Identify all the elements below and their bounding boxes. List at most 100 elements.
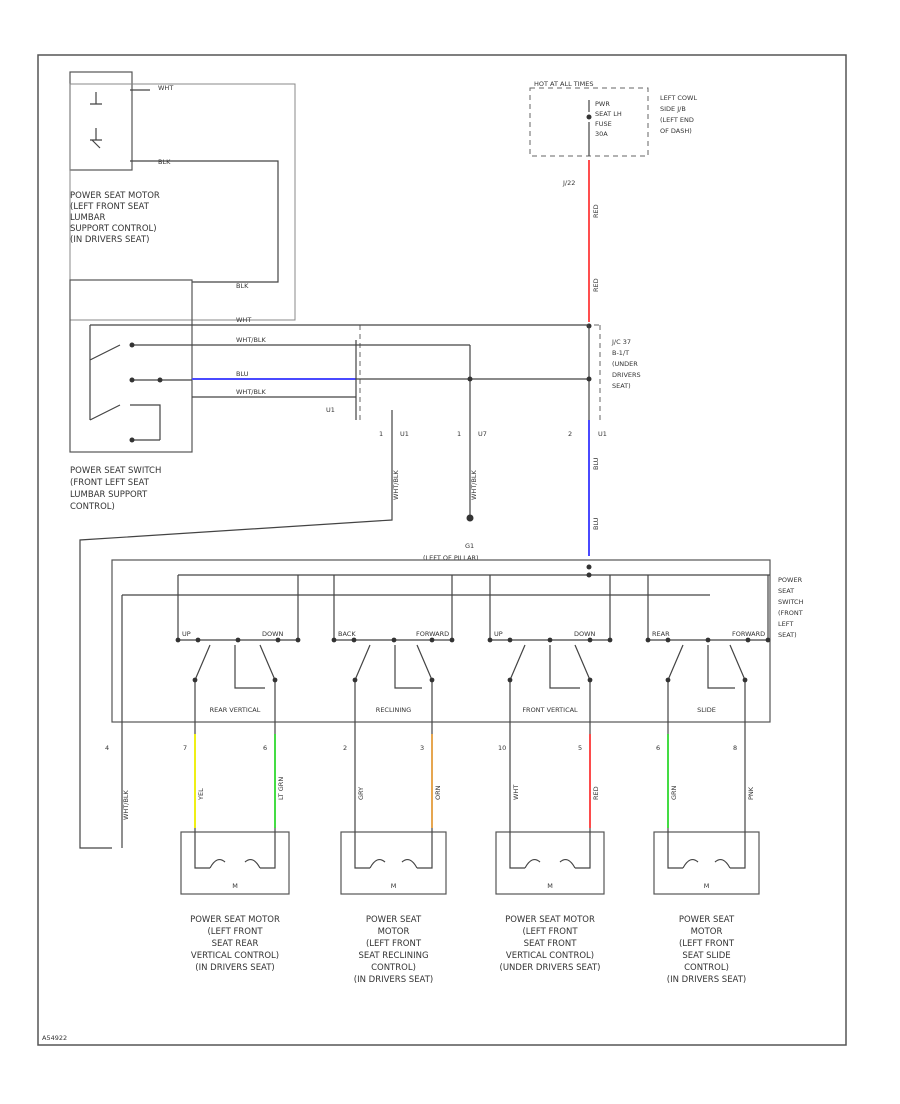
switch-contact (645, 637, 651, 643)
wire-color-label: GRY (357, 787, 365, 800)
motor-label-line: POWER SEAT (679, 915, 735, 925)
motor-label-line: (LEFT FRONT (522, 927, 578, 937)
motor-label-line: MOTOR (691, 927, 723, 937)
fuse-terminal (586, 114, 592, 120)
switch-contact (765, 637, 771, 643)
motor-symbol: M (704, 882, 710, 890)
switch-pos-a: BACK (338, 630, 356, 638)
wire-label-wht-blk-1: WHT/BLK (236, 336, 267, 344)
switch-arm (354, 644, 433, 722)
svg-text:1: 1 (379, 430, 383, 438)
lumbar-switch-label: POWER SEAT SWITCH(FRONT LEFT SEATLUMBAR … (70, 466, 161, 512)
lumbar-switch-label-line: CONTROL) (70, 502, 115, 512)
wire-color-label: LT GRN (277, 777, 285, 800)
lumbar-motor-symbol (90, 92, 102, 149)
motor-label-line: (IN DRIVERS SEAT) (195, 963, 274, 973)
motor-label-line: VERTICAL CONTROL) (506, 951, 594, 961)
wire-label-jc-upper: BLU (592, 457, 600, 470)
switch-section-name: FRONT VERTICAL (522, 706, 578, 714)
switch-contact (391, 637, 397, 643)
ground-label: G1 (465, 542, 474, 550)
switch-contact (705, 637, 711, 643)
lumbar-motor-label-line: SUPPORT CONTROL) (70, 224, 157, 234)
wire-label-wht-blk-2: WHT/BLK (236, 388, 267, 396)
lumbar-motor-label-line: POWER SEAT MOTOR (70, 191, 160, 201)
switch-contact (587, 637, 593, 643)
switch-contact (275, 637, 281, 643)
junction-label-line: DRIVERS (612, 371, 641, 379)
motor-label-line: (LEFT FRONT (679, 939, 735, 949)
wire-label-wht: WHT (236, 316, 251, 324)
wire-label-fuse-lower: RED (592, 278, 600, 292)
switch-contact (295, 637, 301, 643)
lumbar-switch-internals (89, 324, 192, 441)
switch-arm (667, 644, 746, 722)
switch-contact (665, 637, 671, 643)
motor-label-line: SEAT SLIDE (682, 951, 730, 961)
switch-pos-a: REAR (652, 630, 670, 638)
motor-label-line: VERTICAL CONTROL) (191, 951, 279, 961)
wire-color-label: GRN (670, 785, 678, 800)
switch-contact (429, 637, 435, 643)
motor-label: POWER SEAT MOTOR (LEFT FRONT SEAT SLIDE CONT… (667, 915, 746, 985)
main-switch-label-line: LEFT (778, 620, 793, 628)
fuse-name-line: SEAT LH (595, 110, 622, 118)
motor-label-line: CONTROL) (684, 963, 729, 973)
fuse-pin: J/22 (562, 179, 575, 187)
motor-label-line: SEAT FRONT (524, 939, 578, 949)
junction-label-line: (UNDER (612, 360, 638, 368)
ground-sub: (LEFT OF PILLAR) (423, 554, 479, 562)
switch-section-name: SLIDE (697, 706, 716, 714)
main-switch-label-line: SEAT) (778, 631, 797, 639)
footer-code: A54922 (42, 1034, 67, 1042)
junction-label-line: SEAT) (612, 382, 631, 390)
wire-color-label: RED (592, 786, 600, 800)
switch-contact (547, 637, 553, 643)
switch-section-name: REAR VERTICAL (210, 706, 261, 714)
svg-text:2: 2 (568, 430, 572, 438)
switch-contact (235, 637, 241, 643)
motor-label-line: POWER SEAT MOTOR (505, 915, 595, 925)
switch-pos-a: UP (182, 630, 191, 638)
switch-pos-b: FORWARD (416, 630, 449, 638)
motor-label-line: (LEFT FRONT (366, 939, 422, 949)
motor-label-line: POWER SEAT (366, 915, 422, 925)
fuse-location-line: LEFT COWL (660, 94, 697, 102)
pin-number: 3 (420, 744, 424, 752)
switch-pos-a: UP (494, 630, 503, 638)
svg-text:U7: U7 (478, 430, 487, 438)
wire-label-blk-top: BLK (236, 282, 249, 290)
motor-label-line: (IN DRIVERS SEAT) (354, 975, 433, 985)
ground-point (466, 514, 474, 522)
switch-contact (175, 637, 181, 643)
drop-wire-1 (79, 410, 393, 849)
lumbar-switch-label-line: POWER SEAT SWITCH (70, 466, 161, 476)
lumbar-switch-label-line: (FRONT LEFT SEAT (70, 478, 150, 488)
switch-arm (509, 644, 591, 722)
wire-color-label: YEL (197, 788, 205, 801)
pin-number: 6 (263, 744, 267, 752)
main-switch-buses (121, 574, 770, 722)
main-switch-label-line: (FRONT (778, 609, 803, 617)
lumbar-motor-label-line: (IN DRIVERS SEAT) (70, 235, 149, 245)
main-switch-label-line: SWITCH (778, 598, 804, 606)
motor-label-line: MOTOR (378, 927, 410, 937)
fuse-name-line: FUSE (595, 120, 612, 128)
switch-contact (607, 637, 613, 643)
pin-number: 2 (343, 744, 347, 752)
switch-contact (507, 637, 513, 643)
junction-dashed-box (359, 324, 601, 420)
pin-number: 8 (733, 744, 737, 752)
motor-label-line: (LEFT FRONT (207, 927, 263, 937)
fuse-location-line: OF DASH) (660, 127, 692, 135)
